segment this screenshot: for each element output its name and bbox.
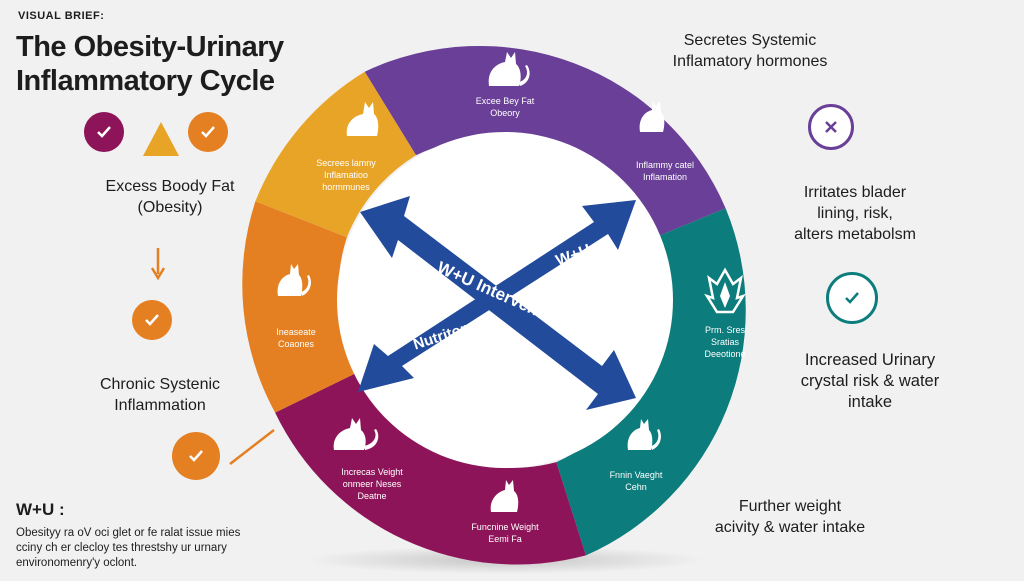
connector-line bbox=[228, 428, 278, 473]
left-label-obesity-line-2: (Obesity) bbox=[137, 199, 203, 216]
left-label-inflammation-line-2: Inflammation bbox=[114, 397, 206, 414]
teal-low-label-1: Fnnin Vaeght bbox=[610, 470, 663, 480]
note-title: W+U : bbox=[16, 500, 65, 519]
gold-label-2: Inflamatioo bbox=[324, 170, 368, 180]
title-line-2: Inflammatory Cycle bbox=[16, 65, 275, 97]
right-label-crystal: Increased Urinary crystal risk & water i… bbox=[770, 350, 970, 413]
note-body: Obesityy ra oV oci glet or fe ralat issu… bbox=[16, 526, 316, 571]
cat-icon bbox=[627, 419, 661, 450]
check-icon bbox=[188, 112, 228, 152]
left-label-obesity-line-1: Excess Boody Fat bbox=[105, 178, 235, 195]
right-label-crystal-line-1: Increased Urinary bbox=[804, 351, 936, 369]
teal-label-1: Prm. Sres bbox=[705, 325, 746, 335]
check-icon bbox=[132, 300, 172, 340]
left-label-inflammation-line-1: Chronic Systenic bbox=[99, 376, 221, 393]
segment-orange bbox=[242, 201, 360, 413]
left-label-inflammation: Chronic Systenic Inflammation bbox=[60, 374, 260, 416]
right-label-weight-line-2: acivity & water intake bbox=[714, 519, 866, 536]
cat-icon bbox=[490, 480, 519, 512]
purple-right-label-1: Inflammy catel bbox=[636, 160, 694, 170]
eyebrow: VISUAL BRIEF: bbox=[18, 10, 105, 22]
check-icon bbox=[172, 432, 220, 480]
orange-label-1: Ineaseate bbox=[276, 327, 316, 337]
note-line-1: Obesityy ra oV oci glet or fe ralat issu… bbox=[16, 527, 241, 539]
cat-icon bbox=[333, 418, 379, 450]
right-label-hormones-line-2: Inflamatory hormones bbox=[672, 53, 828, 70]
purple-right-label-2: Inflamation bbox=[643, 172, 687, 182]
right-label-bladder-line-3: alters metabolsm bbox=[794, 226, 916, 243]
right-label-weight: Further weight acivity & water intake bbox=[690, 496, 890, 538]
magenta-left-label-1: Increcas Veight bbox=[341, 467, 403, 477]
cat-icon bbox=[277, 264, 311, 296]
note-line-2: cciny ch er clecloy tes threstshy ur urn… bbox=[16, 542, 227, 554]
close-icon bbox=[808, 104, 854, 150]
intervention-arrows bbox=[358, 196, 636, 410]
magenta-left-label-3: Deatne bbox=[357, 491, 386, 501]
bottom-note: W+U : Obesityy ra oV oci glet or fe rala… bbox=[16, 500, 316, 571]
magenta-left-label-2: onmeer Neses bbox=[343, 479, 402, 489]
check-icon bbox=[826, 272, 878, 324]
purple-top-label-2: Obeory bbox=[490, 108, 520, 118]
teal-label-2: Sratias bbox=[711, 337, 740, 347]
magenta-bottom-label-2: Eemi Fa bbox=[488, 534, 522, 544]
right-label-bladder-line-1: Irritates blader bbox=[803, 184, 907, 201]
cat-icon bbox=[639, 101, 665, 132]
right-label-crystal-line-3: intake bbox=[847, 393, 893, 411]
right-label-bladder: Irritates blader lining, risk, alters me… bbox=[760, 182, 950, 245]
purple-top-label-1: Excee Bey Fat bbox=[476, 96, 535, 106]
right-label-hormones-line-1: Secretes Systemic bbox=[683, 32, 817, 49]
right-label-hormones: Secretes Systemic Inflamatory hormones bbox=[650, 30, 850, 72]
magenta-bottom-label-1: Funcnine Weight bbox=[471, 522, 539, 532]
page-title: The Obesity-Urinary Inflammatory Cycle bbox=[16, 30, 284, 98]
cat-icon bbox=[346, 102, 379, 136]
flame-icon bbox=[704, 267, 746, 314]
teal-label-3: Deeotione bbox=[704, 349, 745, 359]
right-label-bladder-line-2: lining, risk, bbox=[817, 205, 893, 222]
arrow-diagonal-up bbox=[358, 200, 636, 392]
gold-label-1: Secrees lamny bbox=[316, 158, 376, 168]
segment-gold bbox=[255, 71, 416, 238]
check-icon bbox=[84, 112, 124, 152]
left-label-obesity: Excess Boody Fat (Obesity) bbox=[70, 176, 270, 218]
orange-label-2: Coaones bbox=[278, 339, 315, 349]
cat-icon bbox=[488, 52, 530, 86]
gold-label-3: hormmunes bbox=[322, 182, 370, 192]
down-arrow-icon bbox=[150, 248, 166, 287]
warning-triangle-icon bbox=[143, 122, 179, 156]
note-line-3: environomenry'y oclont. bbox=[16, 557, 138, 569]
title-line-1: The Obesity-Urinary bbox=[16, 31, 284, 63]
right-label-weight-line-1: Further weight bbox=[738, 498, 842, 515]
right-label-crystal-line-2: crystal risk & water bbox=[800, 372, 940, 390]
teal-low-label-2: Cehn bbox=[625, 482, 647, 492]
